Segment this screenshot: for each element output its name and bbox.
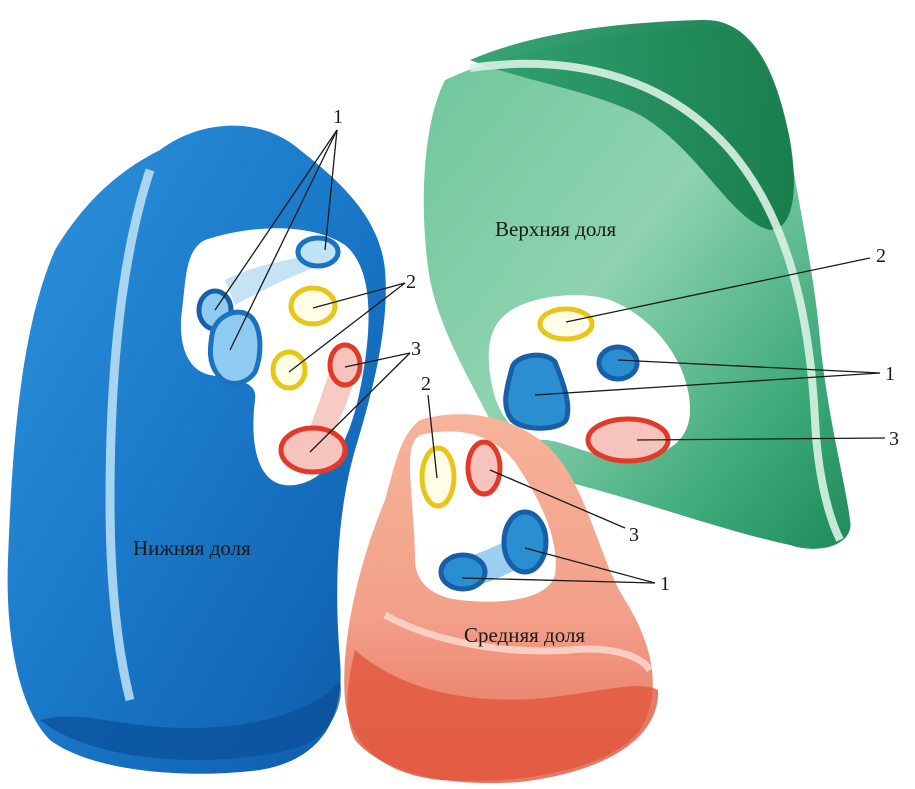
upper-bronchus-large xyxy=(506,355,568,428)
middle-vein xyxy=(422,448,454,506)
callout-1-upper: 1 xyxy=(885,363,895,385)
lower-vein-upper xyxy=(291,288,335,324)
lower-vein-lower xyxy=(273,352,305,388)
lower-artery-lower xyxy=(281,428,345,472)
middle-bronchus-left xyxy=(441,555,485,589)
callout-3-upper: 3 xyxy=(889,428,899,450)
lower-lobe-label: Нижняя доля xyxy=(133,536,251,560)
upper-bronchus-small xyxy=(599,347,637,379)
callout-1-lower: 1 xyxy=(333,106,343,128)
callout-3-middle: 3 xyxy=(629,524,639,546)
lower-bronchus-top xyxy=(298,238,338,266)
middle-lobe-label: Средняя доля xyxy=(464,623,585,647)
callout-3-lower: 3 xyxy=(411,338,421,360)
callout-2-middle: 2 xyxy=(421,373,431,395)
lower-lobe xyxy=(8,126,386,774)
callout-2-upper: 2 xyxy=(876,245,886,267)
callout-2-lower: 2 xyxy=(406,271,416,293)
middle-bronchus-right xyxy=(504,512,546,572)
callout-1-middle: 1 xyxy=(660,573,670,595)
lower-bronchus-lower xyxy=(210,312,260,383)
middle-artery xyxy=(468,442,500,494)
upper-lobe-label: Верхняя доля xyxy=(495,217,617,241)
upper-vein xyxy=(540,309,592,339)
